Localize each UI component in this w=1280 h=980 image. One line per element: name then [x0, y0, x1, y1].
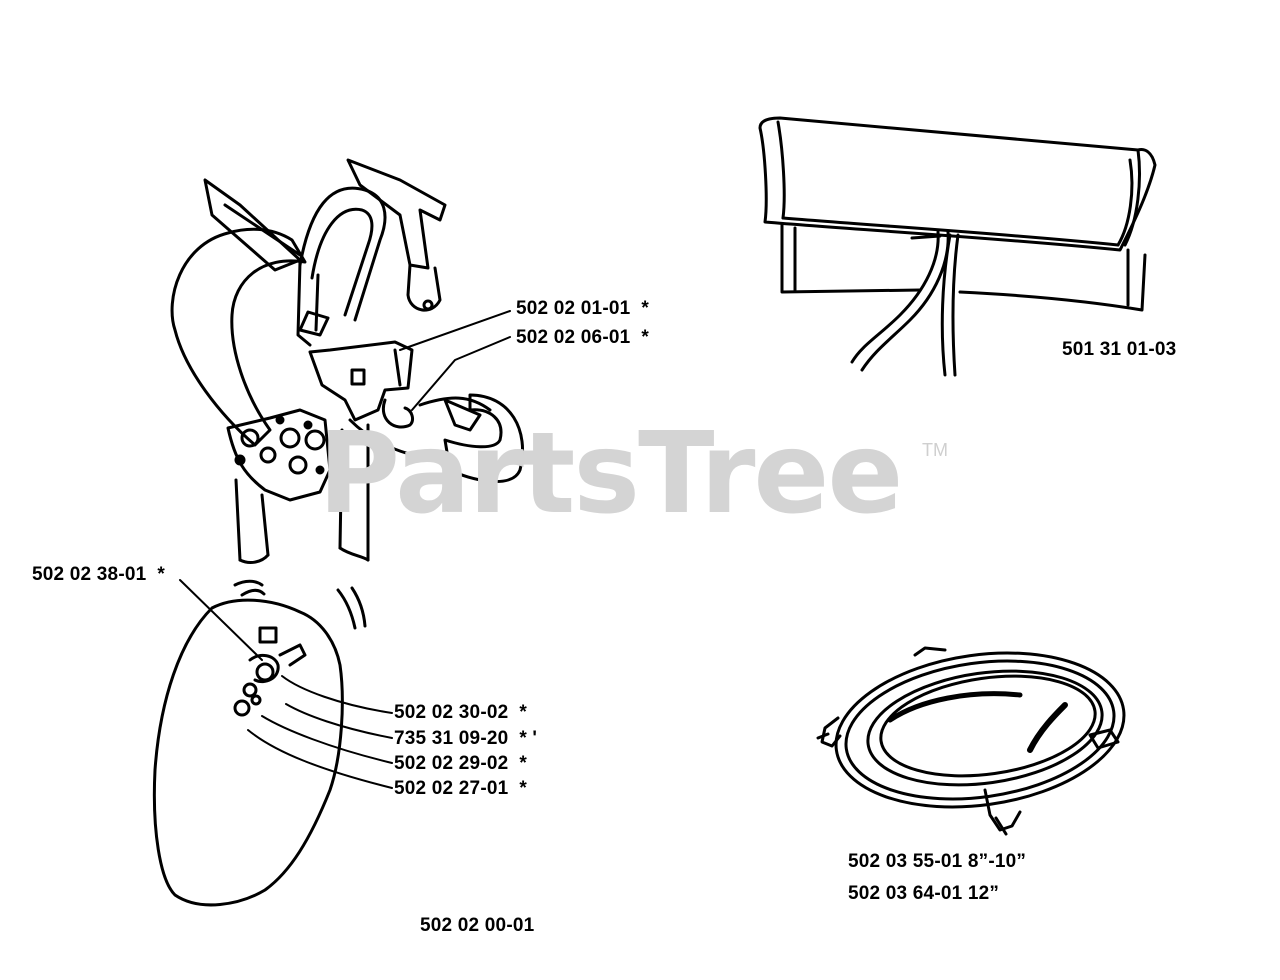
bag-body — [780, 223, 922, 294]
leader-lines — [179, 310, 511, 789]
part-number: 502 02 38-01 — [32, 564, 147, 585]
label-pad-part-1: 502 02 30-02 * — [394, 702, 527, 724]
hip-hook — [381, 398, 414, 429]
part-number: 502 02 01-01 — [516, 298, 631, 319]
left-top-strap — [203, 178, 302, 272]
tool-bag-drawing — [758, 116, 1157, 377]
asterisk: * — [519, 753, 527, 774]
right-hip-pad — [443, 393, 525, 484]
part-number: 502 02 27-01 — [394, 778, 509, 799]
hip-pad — [152, 598, 344, 907]
asterisk: * — [519, 778, 527, 799]
part-number: 502 02 30-02 — [394, 702, 509, 723]
bag-ties — [850, 230, 940, 364]
label-buckle-a: 502 02 01-01 * — [516, 298, 649, 320]
right-strap — [346, 158, 447, 270]
back-strap — [298, 186, 387, 322]
watermark: PartsTree — [318, 409, 903, 539]
trimmer-line-drawing — [816, 646, 1126, 836]
asterisk: * — [641, 327, 649, 348]
part-number: 502 02 06-01 — [516, 327, 631, 348]
label-harness-assembly: 502 02 00-01 — [420, 915, 535, 936]
asterisk: * — [641, 298, 649, 319]
asterisk: * ' — [519, 728, 538, 749]
asterisk: * — [519, 702, 527, 723]
part-number: 502 02 29-02 — [394, 753, 509, 774]
label-buckle-b: 502 02 06-01 * — [516, 327, 649, 349]
label-trimmer-line-b: 502 03 64-01 12” — [848, 883, 1000, 904]
trademark-mark: TM — [922, 440, 948, 460]
label-pad-part-2: 735 31 09-20 * ' — [394, 728, 537, 750]
label-pad-part-4: 502 02 27-01 * — [394, 778, 527, 800]
part-number: 735 31 09-20 — [394, 728, 509, 749]
asterisk: * — [157, 564, 165, 585]
harness-drawing — [152, 158, 525, 907]
label-pad-part-3: 502 02 29-02 * — [394, 753, 527, 775]
label-tool-bag: 501 31 01-03 — [1062, 339, 1177, 360]
left-shoulder-pad — [170, 227, 307, 447]
chest-plate — [226, 408, 332, 502]
label-trimmer-line-a: 502 03 55-01 8”-10” — [848, 851, 1027, 872]
center-buckle — [298, 310, 330, 337]
label-hook: 502 02 38-01 * — [32, 564, 165, 586]
